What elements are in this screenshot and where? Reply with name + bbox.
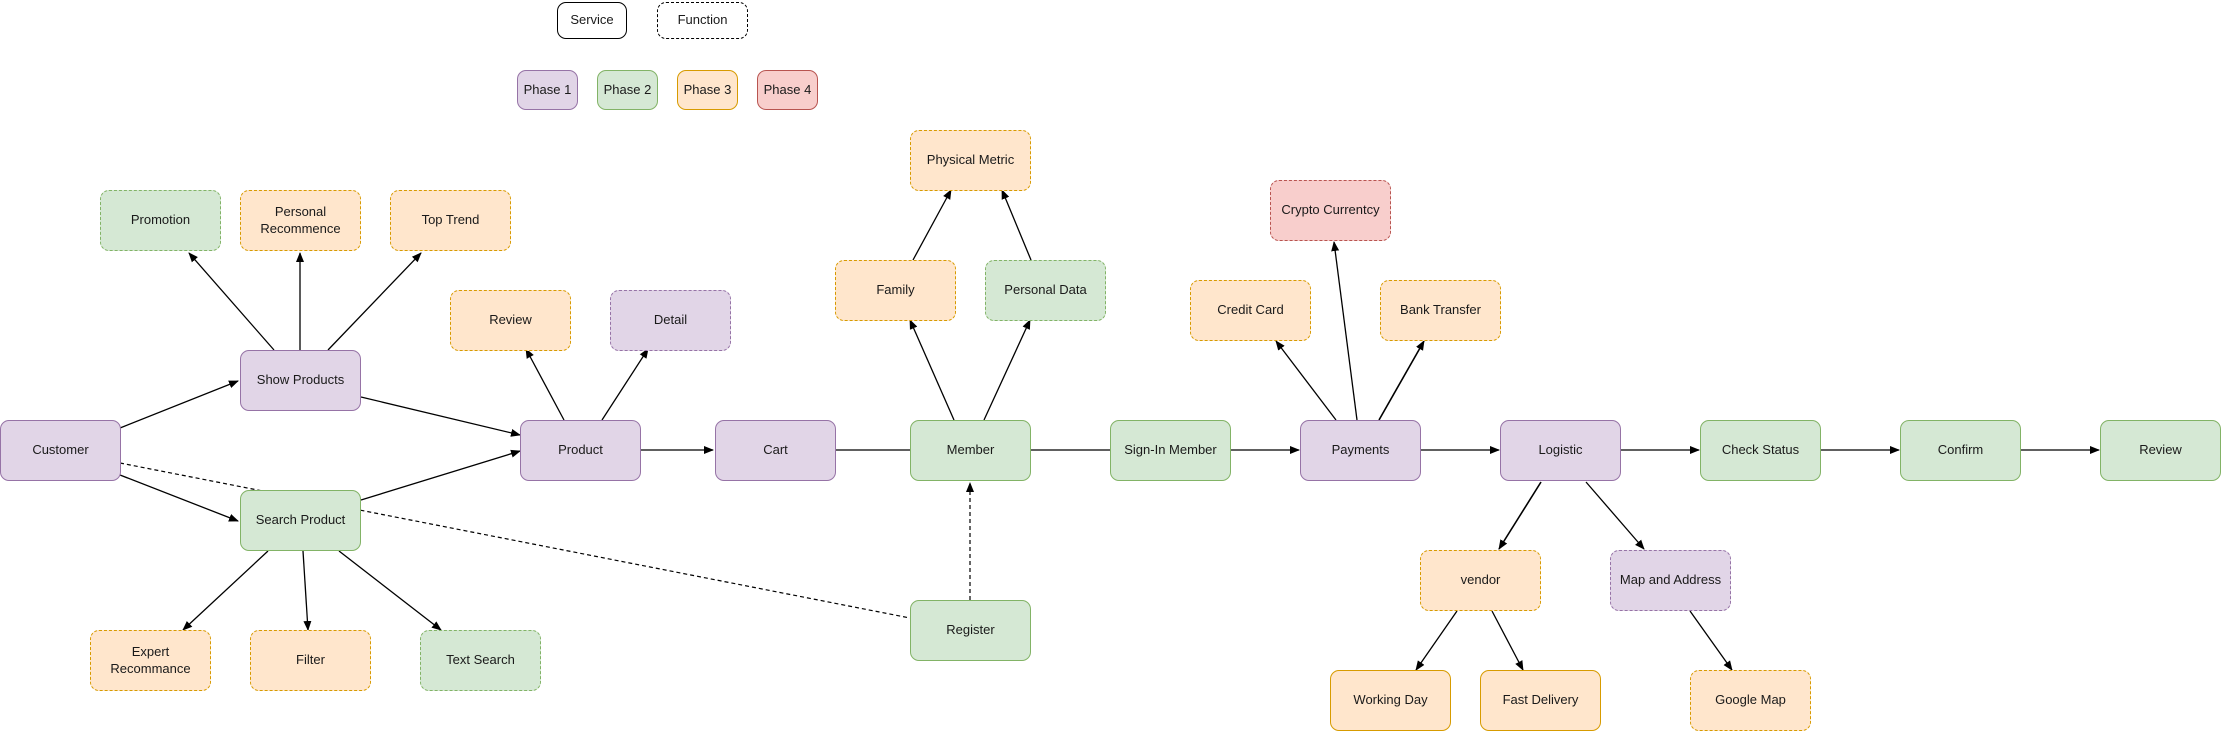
edge-searchproduct-expert [182,550,269,631]
edge-logistic-vendor [1498,481,1542,550]
edge-member-family [909,319,955,421]
node-review-final: Review [2100,420,2221,481]
node-personal-data: Personal Data [985,260,1106,321]
node-logistic: Logistic [1500,420,1621,481]
edge-customer-searchproduct [119,474,239,522]
legend-phase-4: Phase 4 [757,70,818,110]
node-check-status: Check Status [1700,420,1821,481]
node-physical-metric: Physical Metric [910,130,1031,191]
edge-showproducts-promotion [188,252,275,351]
node-bank-transfer: Bank Transfer [1380,280,1501,341]
node-credit-card: Credit Card [1190,280,1311,341]
node-working-day: Working Day [1330,670,1451,731]
legend-service: Service [557,2,627,39]
legend-phase-2: Phase 2 [597,70,658,110]
node-product: Product [520,420,641,481]
edge-member-personaldata [983,319,1031,421]
legend-phase-3: Phase 3 [677,70,738,110]
node-fast-delivery: Fast Delivery [1480,670,1601,731]
edge-payments-crypto [1331,241,1358,421]
edge-logistic-map [1585,481,1645,550]
edge-payments-bank [1378,340,1425,421]
node-promotion: Promotion [100,190,221,251]
edge-searchproduct-filter [302,550,312,631]
edge-customer-showproducts [119,380,239,429]
edge-showproducts-toptrend [327,252,422,351]
edge-showproducts-product [360,396,521,437]
node-detail: Detail [610,290,731,351]
edge-payments-creditcard [1275,340,1337,421]
edge-vendor-fastdelivery [1491,610,1524,671]
node-top-trend: Top Trend [390,190,511,251]
node-family: Family [835,260,956,321]
node-vendor: vendor [1420,550,1541,611]
node-customer: Customer [0,420,121,481]
edge-product-review [525,348,565,421]
edge-product-detail [601,348,649,421]
node-map-and-address: Map and Address [1610,550,1731,611]
node-google-map: Google Map [1690,670,1811,731]
edge-personaldata-physical [1001,189,1032,261]
node-personal-recommence: Personal Recommence [240,190,361,251]
node-confirm: Confirm [1900,420,2021,481]
node-payments: Payments [1300,420,1421,481]
node-expert-recommance: Expert Recommance [90,630,211,691]
node-filter: Filter [250,630,371,691]
edge-customer-register-dashed [119,462,911,619]
node-search-product: Search Product [240,490,361,551]
node-member: Member [910,420,1031,481]
node-show-products: Show Products [240,350,361,411]
legend-function: Function [657,2,748,39]
node-sign-in-member: Sign-In Member [1110,420,1231,481]
node-text-search: Text Search [420,630,541,691]
edge-searchproduct-product [360,449,521,501]
node-cart: Cart [715,420,836,481]
edge-vendor-workingday [1415,610,1458,671]
edge-searchproduct-textsearch [338,550,442,631]
edge-map-googlemap [1689,610,1733,671]
node-review-product: Review [450,290,571,351]
legend-phase-1: Phase 1 [517,70,578,110]
node-register: Register [910,600,1031,661]
node-crypto-currency: Crypto Currentcy [1270,180,1391,241]
edge-family-physical [912,189,952,261]
